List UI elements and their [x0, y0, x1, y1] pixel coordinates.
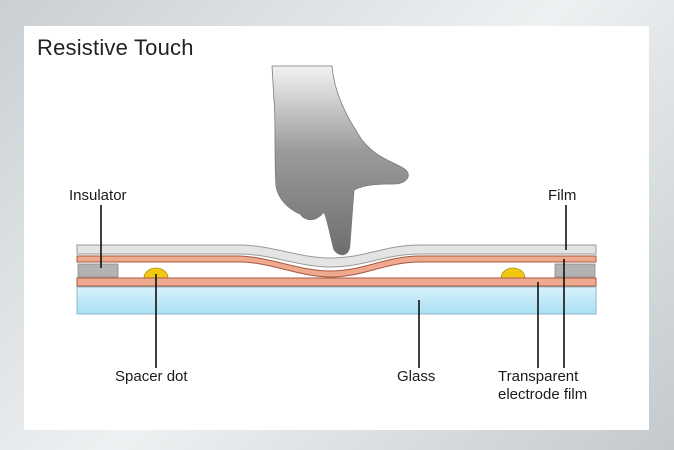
insulator-right: [554, 263, 596, 278]
label-transparent-line1: Transparent: [498, 368, 579, 385]
bottom-electrode-film: [76, 277, 597, 287]
film-layer: [76, 244, 597, 268]
label-transparent-line2: electrode film: [498, 386, 588, 403]
label-film: Film: [548, 187, 577, 204]
top-electrode-film: [76, 255, 597, 278]
label-spacer-dot: Spacer dot: [115, 368, 188, 385]
diagram-title: Resistive Touch: [37, 35, 194, 60]
pointing-finger: [271, 65, 409, 256]
spacer-dot-right: [500, 267, 526, 279]
glass-layer: [76, 286, 597, 315]
insulator-left: [77, 263, 119, 278]
label-insulator: Insulator: [69, 187, 127, 204]
spacer-dot-left: [143, 267, 169, 279]
label-glass: Glass: [397, 368, 436, 385]
